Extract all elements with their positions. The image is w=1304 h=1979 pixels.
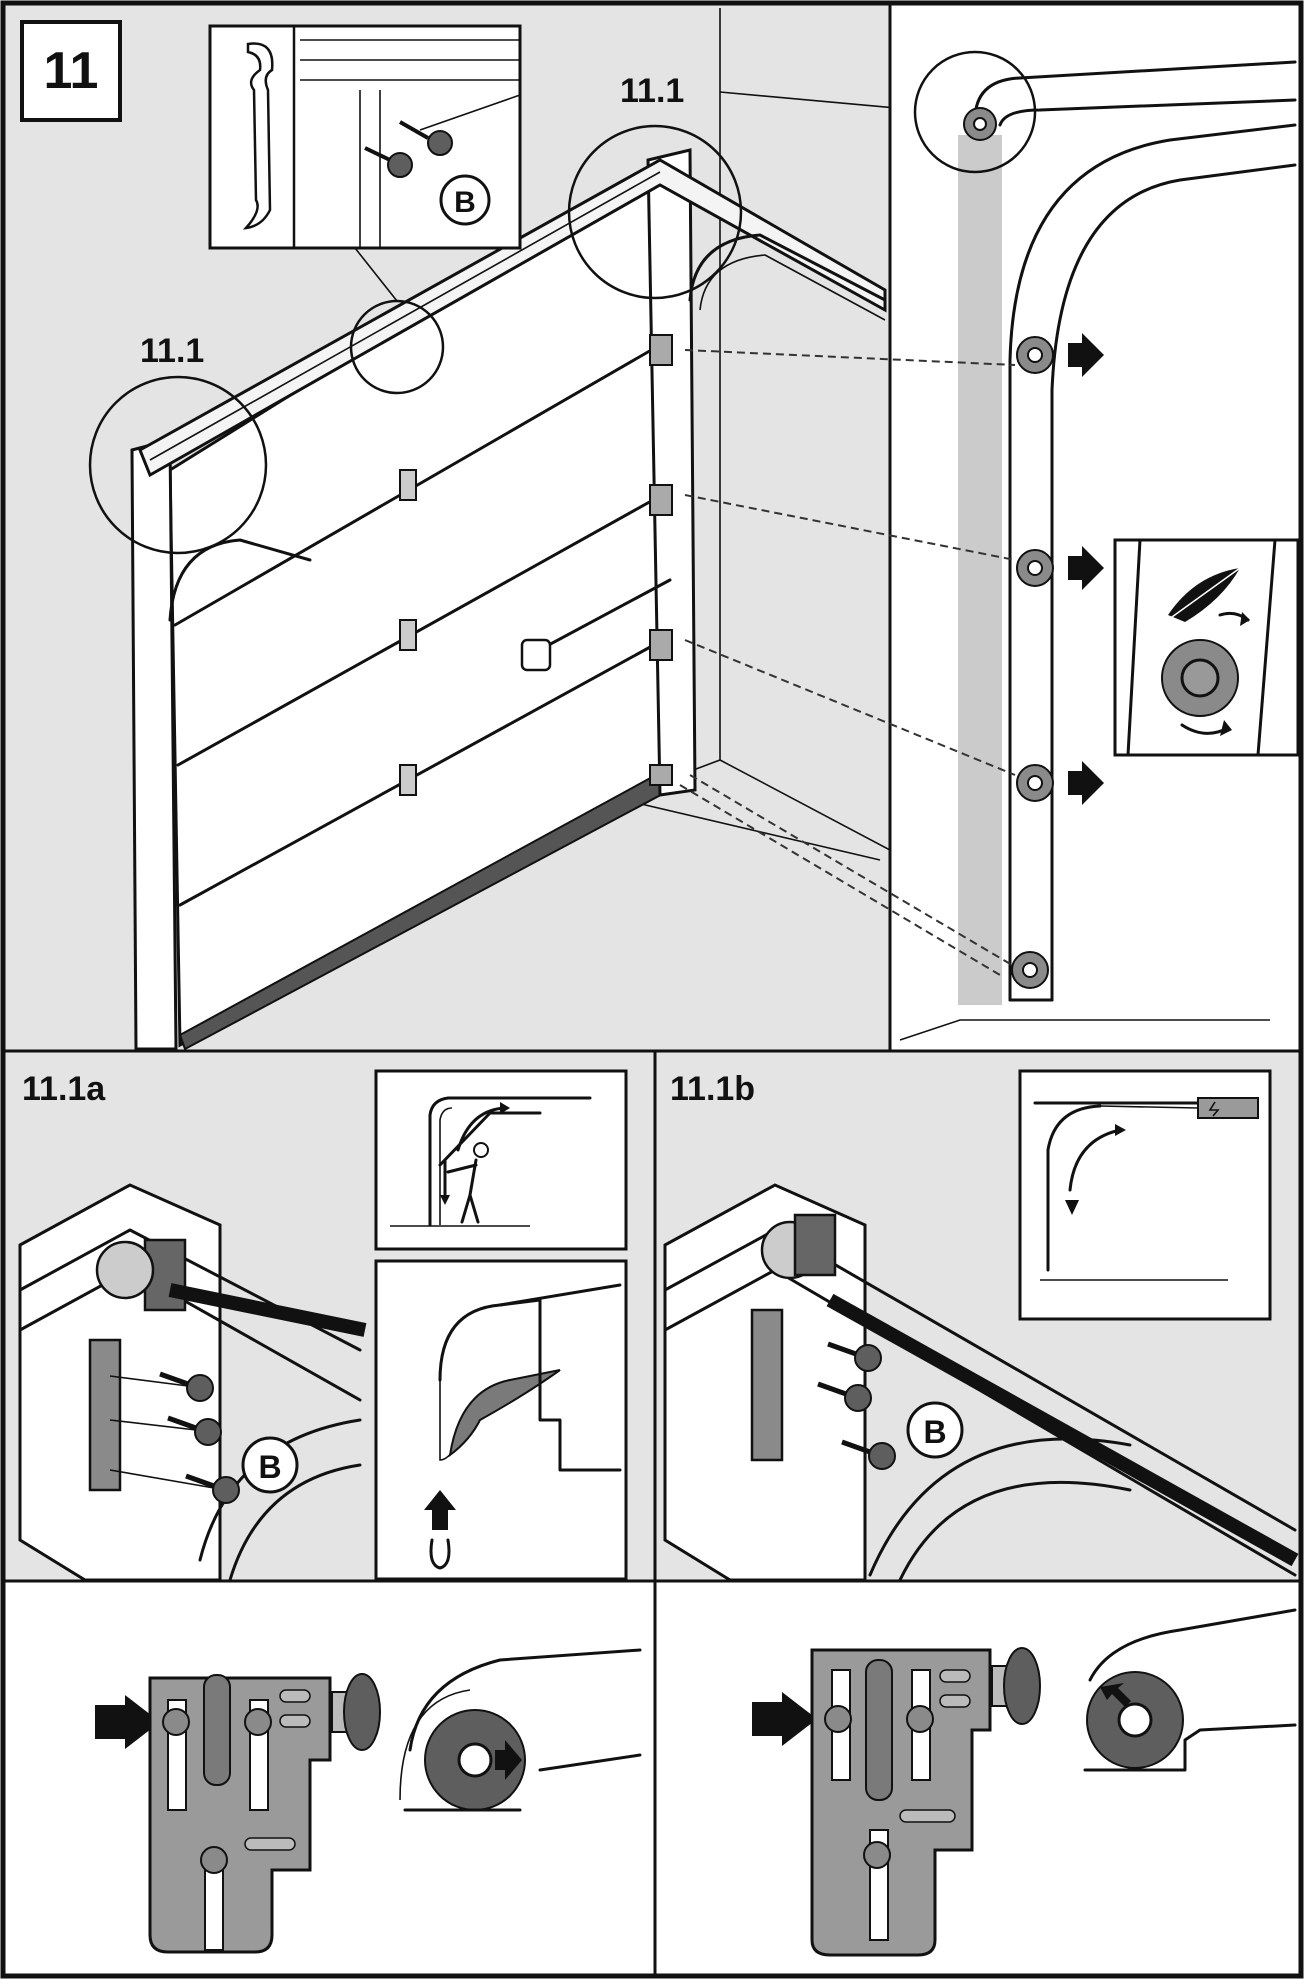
screw-b-callout-b (906, 1401, 964, 1459)
detail-circle-right (567, 124, 743, 300)
roller-b (1003, 1647, 1041, 1725)
arrow-right-icon (752, 1692, 817, 1746)
inset-operator (1018, 1069, 1272, 1321)
person-pushing-icon (446, 1158, 480, 1224)
inset-person-pushing (374, 1069, 628, 1251)
panel-b-label: 11.1b (670, 1070, 755, 1108)
panel-overview: 11 (2, 2, 919, 1053)
panel-11-1b: 11.1b B (653, 1049, 1302, 1583)
battery-lightning-icon (1197, 1097, 1259, 1119)
arrow-right-icon (495, 1740, 522, 1780)
screw-b-label-top: B (454, 186, 476, 219)
arrow-right-icon (1068, 333, 1104, 377)
arrow-up-left-icon (1100, 1683, 1131, 1707)
detail-label-right: 11.1 (620, 72, 684, 110)
bracket-b (810, 1648, 992, 1957)
screw-b-callout-a (241, 1436, 299, 1494)
panel-bracket-b (653, 1579, 1302, 1977)
roller-spin-inset (1113, 538, 1300, 757)
panel-bracket-a (2, 1579, 657, 1977)
arrow-up-icon (424, 1490, 456, 1530)
inset-seal (374, 1259, 628, 1581)
detail-label-left: 11.1 (140, 332, 204, 370)
roller-a (343, 1673, 381, 1751)
panel-track-detail (679, 2, 1302, 1053)
screw-b-callout-top (439, 174, 491, 226)
step-number-box (20, 20, 122, 122)
arrow-right-icon (95, 1695, 160, 1749)
screw-b-label-a: B (258, 1449, 281, 1485)
step-number: 11 (44, 42, 99, 100)
arrow-right-icon (1068, 546, 1104, 590)
detail-circle-left (88, 375, 268, 555)
panel-a-label: 11.1a (22, 1070, 106, 1108)
detail-circle-track (913, 50, 1037, 174)
screw-inset: B (208, 24, 522, 250)
bracket-a (148, 1676, 332, 1954)
arrow-right-icon (1068, 761, 1104, 805)
screw-b-label-b: B (923, 1414, 946, 1450)
panel-11-1a: 11.1a B (2, 1049, 657, 1583)
